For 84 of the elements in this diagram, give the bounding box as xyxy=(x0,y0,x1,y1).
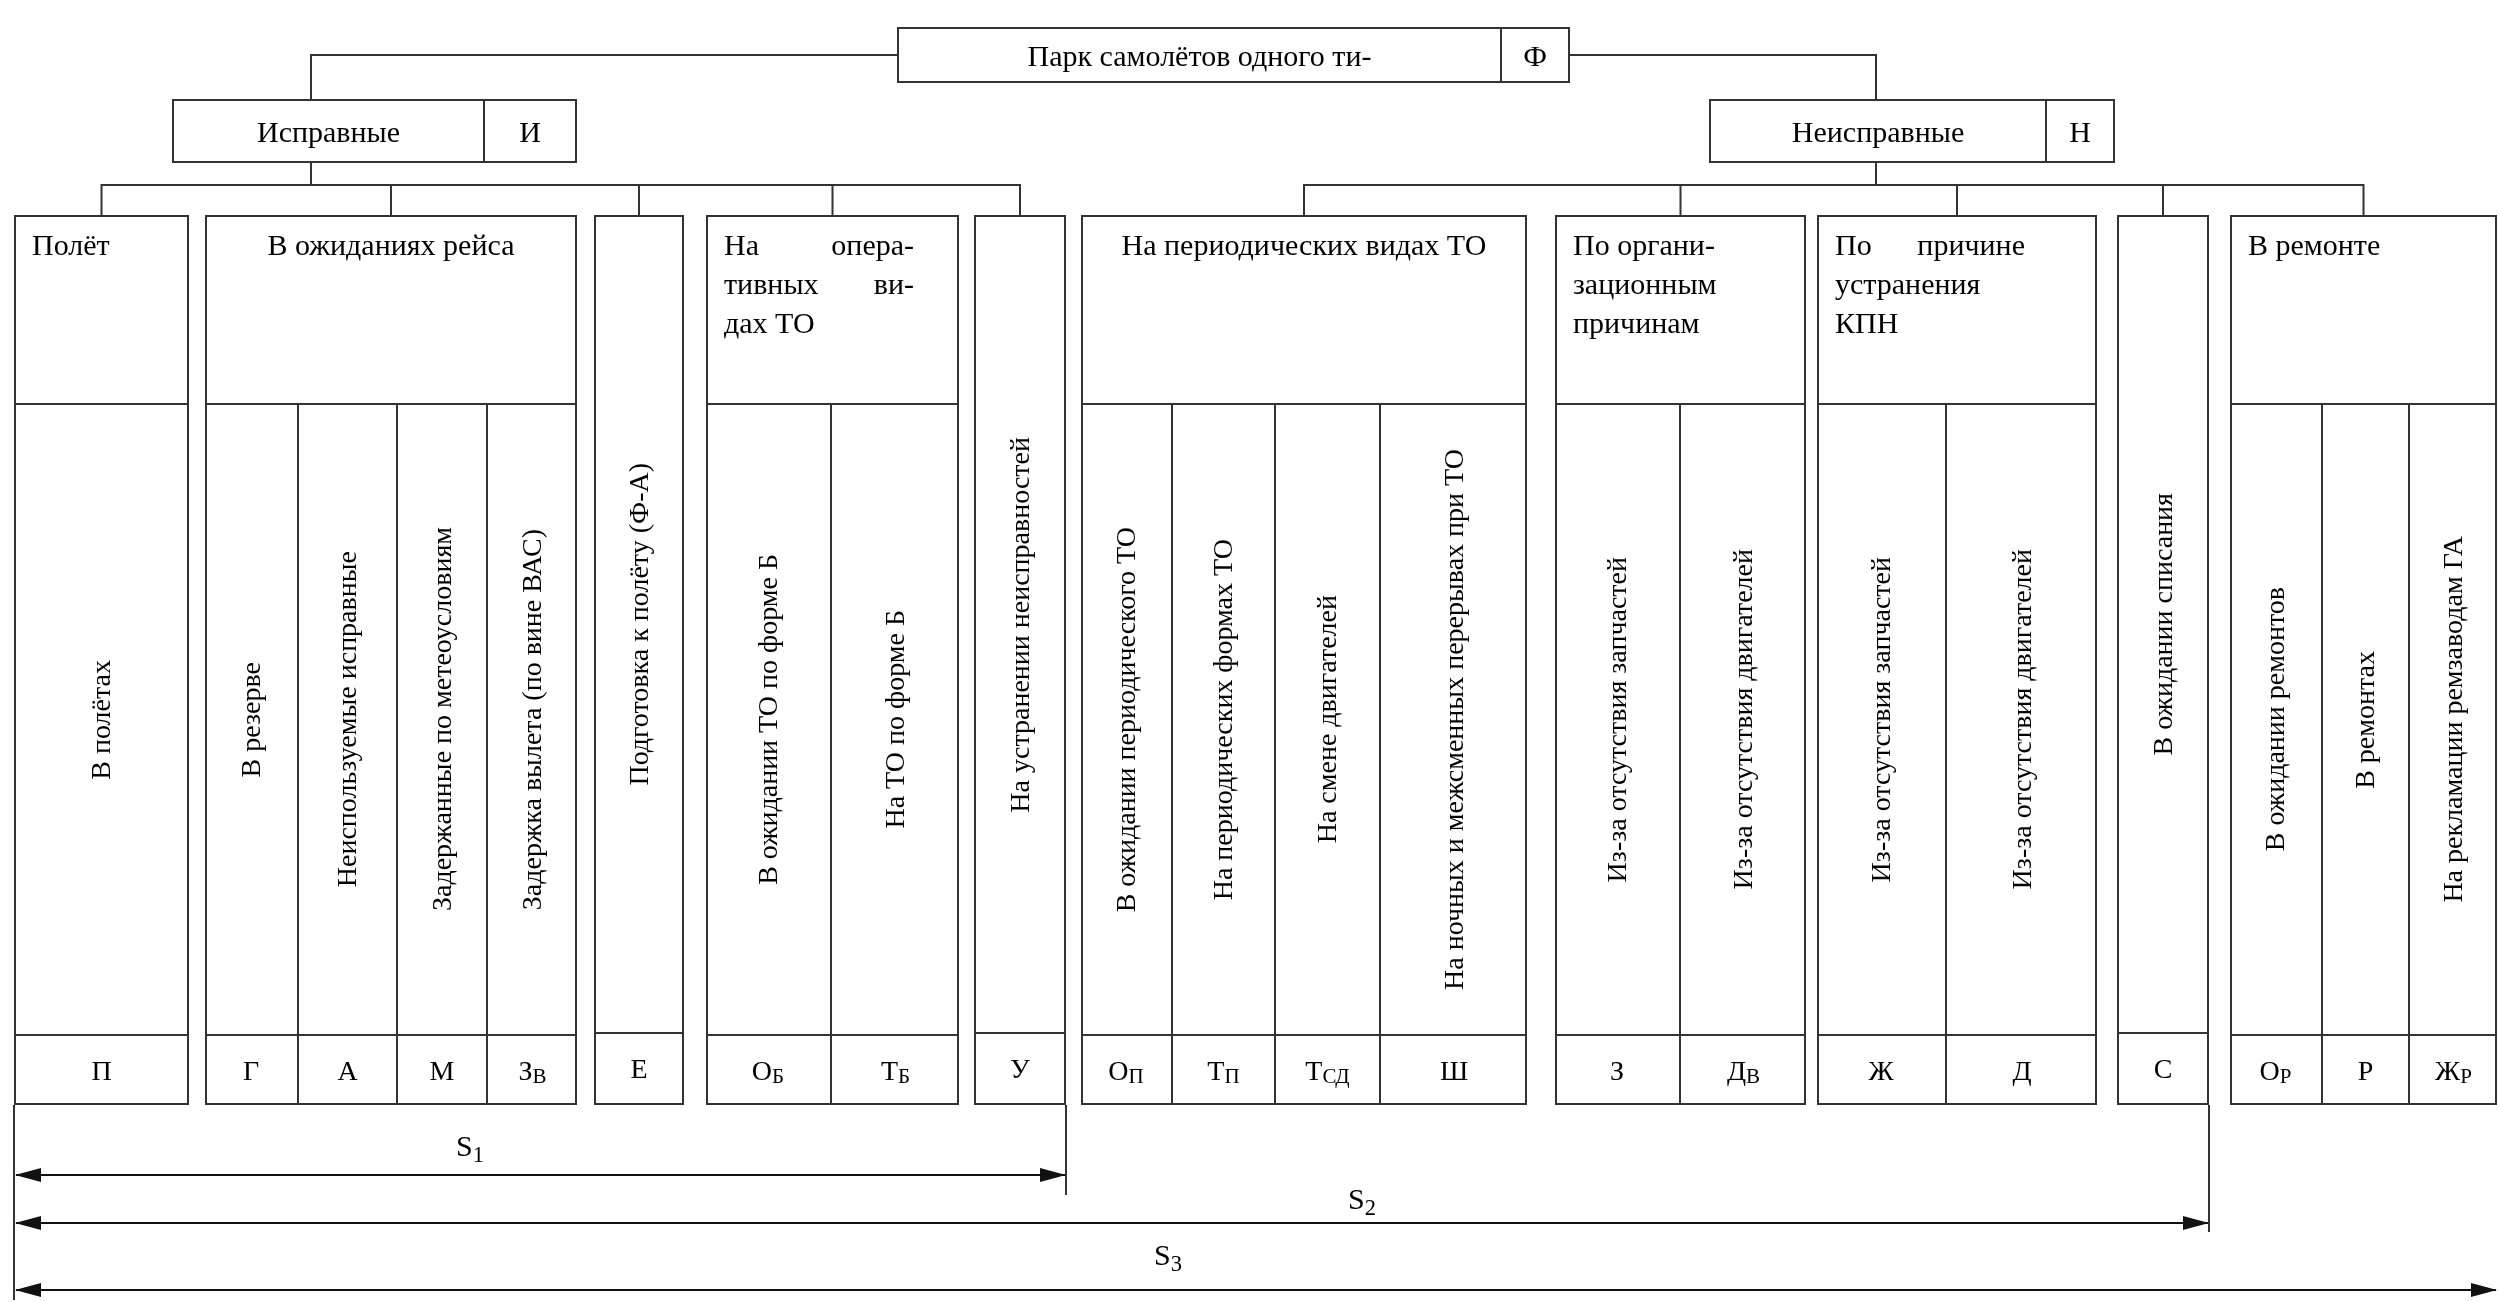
code-cell: Ш xyxy=(1381,1034,1527,1105)
subcolumn-box xyxy=(1379,403,1527,1105)
vertical-label: В ожидании ТО по форме Б xyxy=(751,554,784,885)
code-cell: Р xyxy=(2323,1034,2408,1105)
code-cell: Т$_{П}$ xyxy=(1173,1034,1274,1105)
group-box xyxy=(1081,215,1527,1105)
column-box xyxy=(2117,215,2209,1105)
code-cell: Ф xyxy=(1500,29,1568,81)
subcolumn-box xyxy=(1945,403,2097,1105)
group-box xyxy=(1555,215,1806,1105)
subcolumn-box xyxy=(297,403,396,1105)
code-cell: Н xyxy=(2045,101,2113,161)
vertical-label: Неиспользуемые исправные xyxy=(331,551,364,888)
code-cell: М xyxy=(398,1034,486,1105)
group-box xyxy=(2230,215,2497,1105)
column-box xyxy=(974,215,1066,1105)
code-cell: Г xyxy=(205,1034,297,1105)
category-box xyxy=(1709,99,2115,163)
vertical-label: На ночных и межсменных перерывах при ТО xyxy=(1437,449,1470,990)
code-cell: Ж$_{Р}$ xyxy=(2410,1034,2497,1105)
vertical-label: Из-за отсутствия двигателей xyxy=(2005,549,2038,890)
code-cell: У xyxy=(976,1032,1064,1103)
category-box xyxy=(172,99,577,163)
column-header: На опера- тивных ви- дах ТО xyxy=(724,227,914,341)
column-box xyxy=(594,215,684,1105)
subcolumn-box xyxy=(1171,403,1274,1105)
vertical-label: Задержанные по метеоусловиям xyxy=(425,527,458,912)
group-box xyxy=(205,215,577,1105)
vertical-label: Из-за отсутствия запчастей xyxy=(1864,556,1897,883)
vertical-label: В полётах xyxy=(85,659,118,780)
connector-line xyxy=(310,54,898,100)
subcolumn-box xyxy=(2408,403,2497,1105)
vertical-label: На периодических формах ТО xyxy=(1207,538,1240,901)
category-label: Неисправные xyxy=(1791,113,1965,150)
category-label: Исправные xyxy=(256,113,400,150)
code-cell: А xyxy=(299,1034,396,1105)
connector-line xyxy=(1569,54,1877,100)
code-cell: Ж xyxy=(1817,1034,1945,1105)
vertical-label: Задержка вылета (по вине ВАС) xyxy=(516,528,549,911)
subcolumn-box xyxy=(2321,403,2408,1105)
vertical-label: В резерве xyxy=(234,661,267,778)
code-cell: Т$_{Б}$ xyxy=(832,1034,959,1105)
code-cell: Т$_{СД}$ xyxy=(1276,1034,1379,1105)
code-cell: С xyxy=(2119,1032,2207,1103)
column-header: По органи- зационным причинам xyxy=(1573,227,1718,341)
vertical-label: На устранении неисправностей xyxy=(1003,436,1036,813)
category-box xyxy=(897,27,1570,83)
category-label: Парк самолётов одного ти- xyxy=(1027,37,1372,74)
vertical-label: На ТО по форме Б xyxy=(879,610,912,829)
dimension-label: S$_{3}$ xyxy=(1154,1240,1182,1270)
vertical-label: Подготовка к полёту (Ф-А) xyxy=(622,463,655,786)
dimension-label: S$_{1}$ xyxy=(456,1131,484,1161)
subcolumn-box xyxy=(1679,403,1806,1105)
code-cell: Е xyxy=(596,1032,682,1103)
code-cell: О$_{П}$ xyxy=(1081,1034,1171,1105)
group-box xyxy=(706,215,959,1105)
subcolumn-box xyxy=(486,403,577,1105)
group-box xyxy=(1817,215,2097,1105)
column-header: По причине устранения КПН xyxy=(1835,227,2025,341)
column-header: В ремонте xyxy=(2248,227,2382,263)
column-header: В ожиданиях рейса xyxy=(266,227,516,263)
column-header: Полёт xyxy=(32,227,111,263)
vertical-label: На смене двигателей xyxy=(1311,595,1344,844)
subcolumn-box xyxy=(396,403,486,1105)
dimension-label: S$_{2}$ xyxy=(1348,1184,1376,1214)
code-cell: Д xyxy=(1947,1034,2097,1105)
vertical-label: В ремонтах xyxy=(2349,650,2382,789)
subcolumn-box xyxy=(830,403,959,1105)
column-header: На периодических видах ТО xyxy=(1120,227,1488,263)
code-cell: З xyxy=(1555,1034,1679,1105)
vertical-label: В ожидании списания xyxy=(2146,493,2179,756)
vertical-label: Из-за отсутствия двигателей xyxy=(1727,549,1760,890)
code-cell: О$_{Б}$ xyxy=(706,1034,830,1105)
code-cell: П xyxy=(14,1034,189,1105)
subcolumn-box xyxy=(1274,403,1379,1105)
code-cell: И xyxy=(483,101,575,161)
vertical-label: В ожидании ремонтов xyxy=(2259,587,2292,852)
vertical-label: Из-за отсутствия запчастей xyxy=(1600,556,1633,883)
group-box xyxy=(14,215,189,1105)
code-cell: Д$_{В}$ xyxy=(1681,1034,1806,1105)
vertical-label: В ожидании периодического ТО xyxy=(1109,526,1142,913)
code-cell: О$_{Р}$ xyxy=(2230,1034,2321,1105)
vertical-label: На рекламации ремзаводам ГА xyxy=(2437,536,2470,903)
code-cell: З$_{В}$ xyxy=(488,1034,577,1105)
